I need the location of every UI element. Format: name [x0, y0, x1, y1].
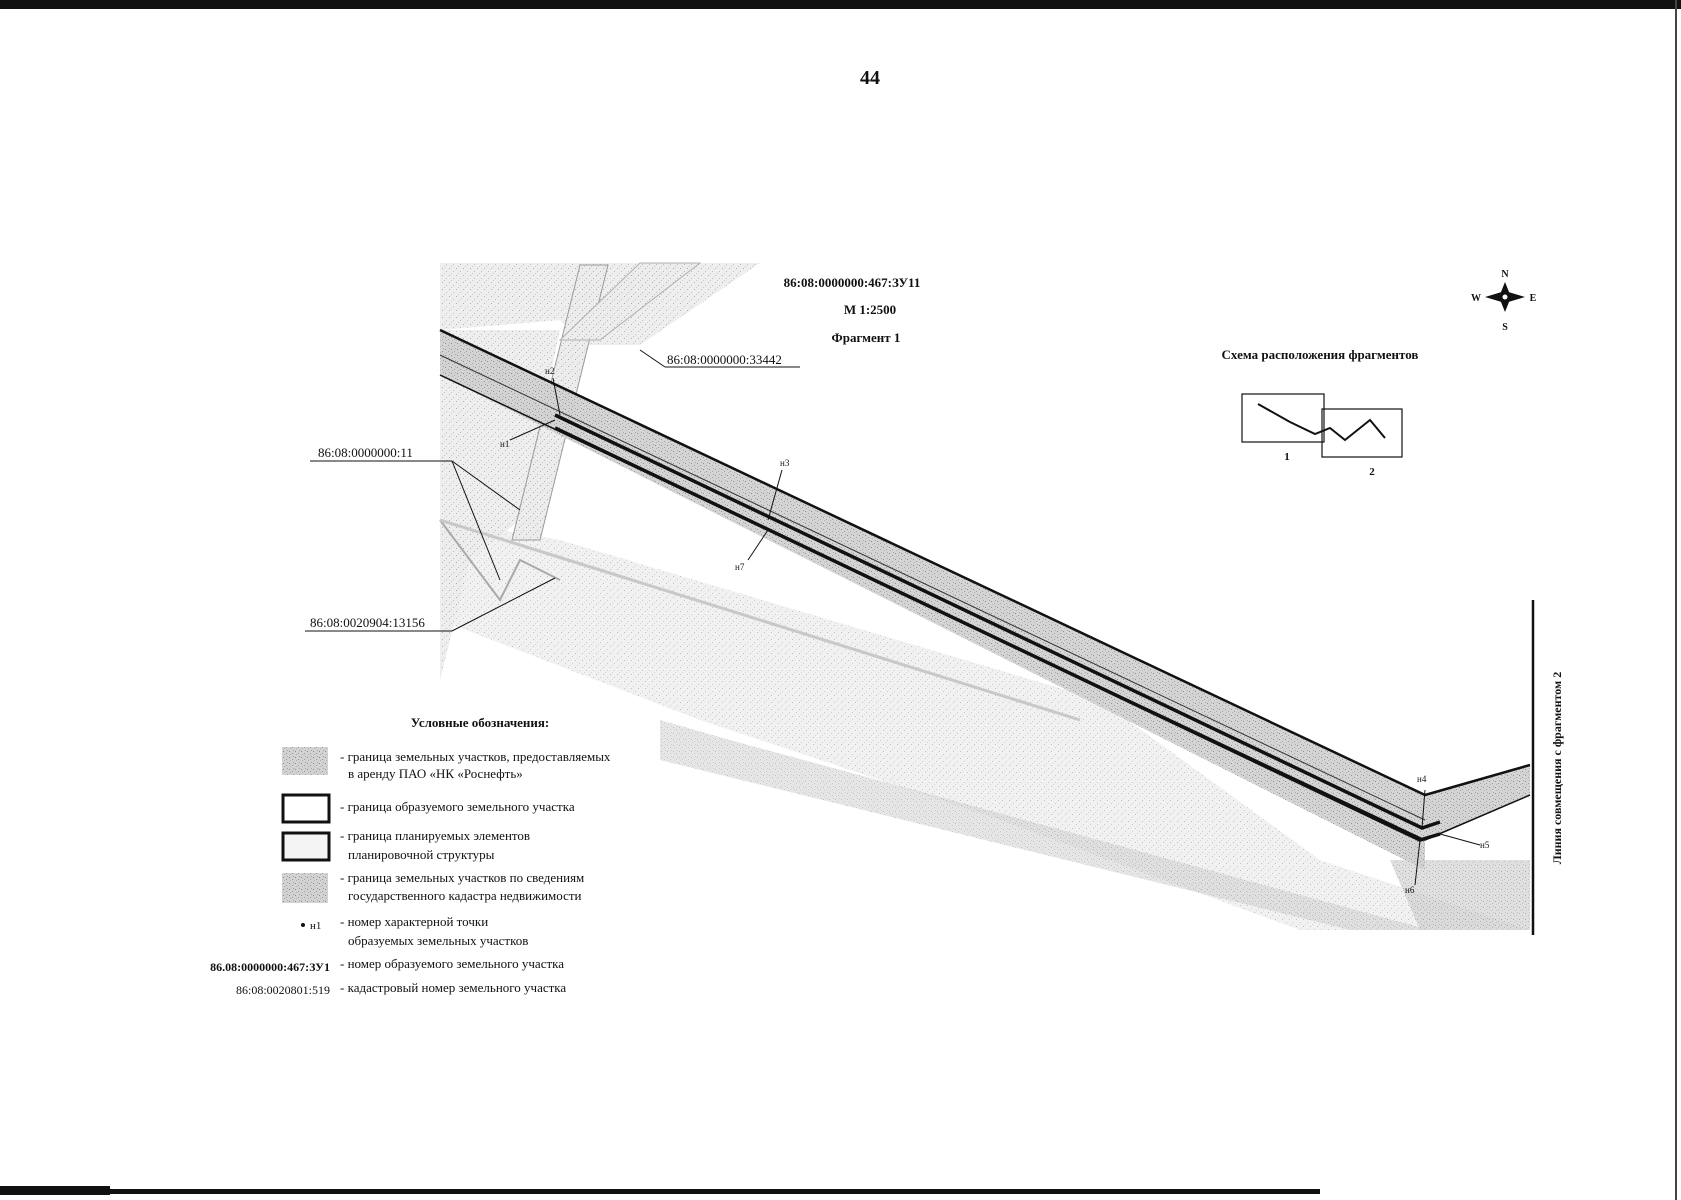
legend-cadastre-line2: государственного кадастра недвижимости	[348, 888, 582, 903]
cadastral-label-13156: 86:08:0020904:13156	[310, 615, 425, 630]
legend-point-line1: - номер характерной точки	[340, 914, 488, 929]
callout-11-leader-a	[451, 460, 521, 511]
top-border	[0, 0, 1681, 9]
leader-n5	[1439, 833, 1481, 846]
legend-point-line2: образуемых земельных участков	[348, 933, 528, 948]
page-number: 44	[860, 67, 880, 89]
parcel-33442-boundary	[558, 262, 702, 341]
legend-swatch-cadastre	[282, 873, 328, 903]
legend-formed-line1: - граница образуемого земельного участка	[340, 799, 575, 814]
point-n2: н2	[545, 366, 554, 376]
scheme-route-line	[1257, 403, 1386, 442]
junction-label: Линия совмещения с фрагментом 2	[1550, 672, 1564, 864]
leader-n7	[747, 529, 769, 561]
hatch-strip-se	[1390, 860, 1530, 930]
map-scale: М 1:2500	[844, 302, 896, 317]
leader-n1	[509, 419, 556, 441]
legend-rental-line2: в аренду ПАО «НК «Роснефть»	[348, 766, 523, 781]
leader-n3	[767, 469, 783, 521]
hatch-area-south	[440, 520, 1530, 930]
map-field: н1 н2 н3 н7 н4 н5 н6 86:08:0000000:33442…	[305, 262, 1564, 935]
rental-corridor	[440, 330, 1530, 870]
legend-rental-line1: - граница земельных участков, предоставл…	[340, 749, 611, 764]
callout-13156-leader	[451, 577, 556, 632]
scheme-label-2: 2	[1369, 466, 1375, 478]
legend-cad-sample: 86:08:0020801:519	[236, 983, 330, 997]
map-plot-id: 86:08:0000000:467:ЗУ11	[784, 275, 921, 290]
point-n1: н1	[500, 439, 509, 449]
leader-n2	[552, 377, 561, 416]
bottom-border	[0, 1189, 1320, 1194]
callout-11-leader-b	[451, 460, 501, 581]
compass-icon: N S W E	[1471, 269, 1537, 333]
leader-n4	[1421, 789, 1426, 829]
compass-east: E	[1530, 293, 1537, 304]
point-n4: н4	[1417, 774, 1427, 784]
legend-id-sample: 86.08:0000000:467:ЗУ1	[210, 960, 330, 974]
compass-west: W	[1471, 293, 1481, 304]
legend-swatch-formed	[281, 793, 331, 824]
scheme-label-1: 1	[1284, 451, 1290, 463]
compass-south: S	[1502, 322, 1508, 333]
bottom-border-thick	[0, 1186, 110, 1195]
fragment-scheme: Схема расположения фрагментов 1 2	[1222, 347, 1419, 478]
legend: Условные обозначения: - граница земельны…	[210, 715, 611, 997]
legend-title: Условные обозначения:	[411, 715, 550, 730]
legend-cad-text: - кадастровый номер земельного участка	[340, 980, 566, 995]
parcel-13156-line	[439, 518, 1081, 722]
legend-planned-line2: планировочной структуры	[348, 847, 495, 862]
compass-north: N	[1501, 269, 1509, 280]
scheme-frame-2	[1321, 408, 1403, 458]
corridor-centerline	[439, 354, 1426, 821]
legend-swatch-rental	[282, 747, 328, 775]
cadastral-label-33442: 86:08:0000000:33442	[667, 352, 782, 367]
legend-point-sample: н1	[310, 920, 321, 932]
legend-swatch-planned	[281, 831, 331, 862]
cadastral-label-11: 86:08:0000000:11	[318, 445, 413, 460]
scheme-frame-1	[1241, 393, 1325, 443]
parcel-13156-boundary	[439, 519, 561, 602]
callout-33442-leader	[639, 349, 666, 368]
point-n3: н3	[780, 458, 790, 468]
map-fragment: Фрагмент 1	[832, 330, 901, 345]
legend-id-text: - номер образуемого земельного участка	[340, 956, 564, 971]
point-n5: н5	[1480, 840, 1490, 850]
legend-planned-line1: - граница планируемых элементов	[340, 828, 530, 843]
point-n7: н7	[735, 562, 745, 572]
legend-point-icon	[301, 923, 305, 927]
legend-cadastre-line1: - граница земельных участков по сведения…	[340, 870, 584, 885]
leader-n6	[1414, 839, 1421, 886]
point-n6: н6	[1405, 885, 1415, 895]
scheme-title: Схема расположения фрагментов	[1222, 347, 1419, 362]
